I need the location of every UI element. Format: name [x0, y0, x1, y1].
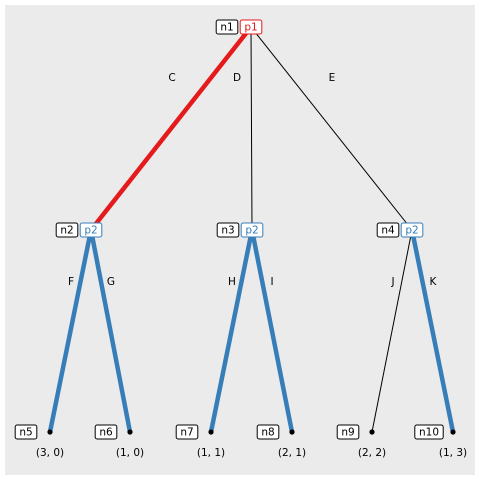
player-label-n4: p2: [400, 222, 424, 238]
node-label-n4-text: n4: [381, 225, 395, 237]
plot-panel-background: [5, 5, 475, 475]
node-label-n4: n4: [376, 222, 400, 238]
node-label-n8-box: [256, 424, 280, 440]
action-label-C: C: [168, 72, 175, 84]
node-label-n10-text: n10: [419, 427, 439, 439]
node-label-n7-box: [175, 424, 199, 440]
node-label-n9-box: [336, 424, 360, 440]
terminal-node-dot: [289, 429, 295, 435]
payoff-label-n6: (1, 0): [116, 447, 144, 459]
action-label-K: K: [430, 276, 438, 288]
node-label-n1-box: [215, 19, 239, 35]
terminal-node-dot: [450, 429, 456, 435]
node-label-n5-box: [14, 424, 38, 440]
node-label-n5: n5: [14, 424, 38, 440]
edge-n2-n6: [88, 229, 133, 433]
edge-n2-n5: [47, 229, 94, 433]
player-label-n4-text: p2: [405, 225, 418, 237]
node-label-n10-box: [414, 424, 444, 440]
node-label-n10: n10: [414, 424, 444, 440]
edges-layer: [47, 25, 456, 433]
node-label-n1-text: n1: [220, 22, 233, 34]
action-label-E: E: [329, 72, 336, 84]
edge-n1-n4: [250, 26, 413, 231]
node-label-n6-box: [94, 424, 118, 440]
action-label-G: G: [107, 276, 115, 288]
node-label-n1: n1: [215, 19, 239, 35]
edge-n3-n8: [249, 229, 295, 433]
action-labels-layer: D E J C F G H I K: [68, 72, 438, 288]
node-label-n2: n2: [55, 222, 79, 238]
player-label-n1-box: [239, 19, 263, 35]
payoff-label-n9: (2, 2): [358, 447, 386, 459]
player-label-n1-text: p1: [244, 22, 257, 34]
node-label-n6: n6: [94, 424, 118, 440]
terminal-node-dot: [369, 429, 375, 435]
node-label-n5-text: n5: [19, 427, 32, 439]
terminal-node-dot: [127, 429, 133, 435]
node-label-n3: n3: [216, 222, 240, 238]
player-label-n2-box: [79, 222, 103, 238]
node-label-n2-text: n2: [60, 225, 73, 237]
node-label-n2-box: [55, 222, 79, 238]
terminal-node-dot: [47, 429, 53, 435]
edge-n3-n7: [208, 229, 255, 433]
node-label-n3-text: n3: [221, 225, 234, 237]
nodes-layer: p1 n1 p2 n2 p2 n3 p2 n4 n5 (3, 0) n6(1, 0) n7 (1, 1)…: [14, 19, 467, 459]
edge-n1-n2: [89, 25, 253, 232]
node-label-n9: n9: [336, 424, 360, 440]
node-label-n8-text: n8: [261, 427, 274, 439]
player-label-n2-text: p2: [84, 225, 97, 237]
player-label-n2: p2: [79, 222, 103, 238]
player-label-n1: p1: [239, 19, 263, 35]
payoff-label-n10: (1, 3): [439, 447, 467, 459]
node-label-n4-box: [376, 222, 400, 238]
node-label-n3-box: [216, 222, 240, 238]
action-label-J: J: [390, 276, 394, 288]
player-label-n3-box: [240, 222, 264, 238]
edge-n1-n3: [250, 26, 253, 231]
node-label-n8: n8: [256, 424, 280, 440]
node-label-n6-text: n6: [99, 427, 113, 439]
action-label-D: D: [233, 72, 241, 84]
node-label-n7: n7: [175, 424, 199, 440]
player-label-n3: p2: [240, 222, 264, 238]
node-label-n9-text: n9: [341, 427, 354, 439]
player-label-n4-box: [400, 222, 424, 238]
node-label-n7-text: n7: [180, 427, 193, 439]
payoff-label-n5: (3, 0): [36, 447, 64, 459]
edge-n4-n10: [409, 229, 456, 433]
edge-n4-n9: [371, 229, 413, 433]
action-label-F: F: [68, 276, 74, 288]
payoff-label-n8: (2, 1): [278, 447, 306, 459]
player-label-n3-text: p2: [245, 225, 258, 237]
action-label-H: H: [228, 276, 236, 288]
action-label-I: I: [270, 276, 273, 288]
terminal-node-dot: [208, 429, 214, 435]
payoff-label-n7: (1, 1): [197, 447, 225, 459]
